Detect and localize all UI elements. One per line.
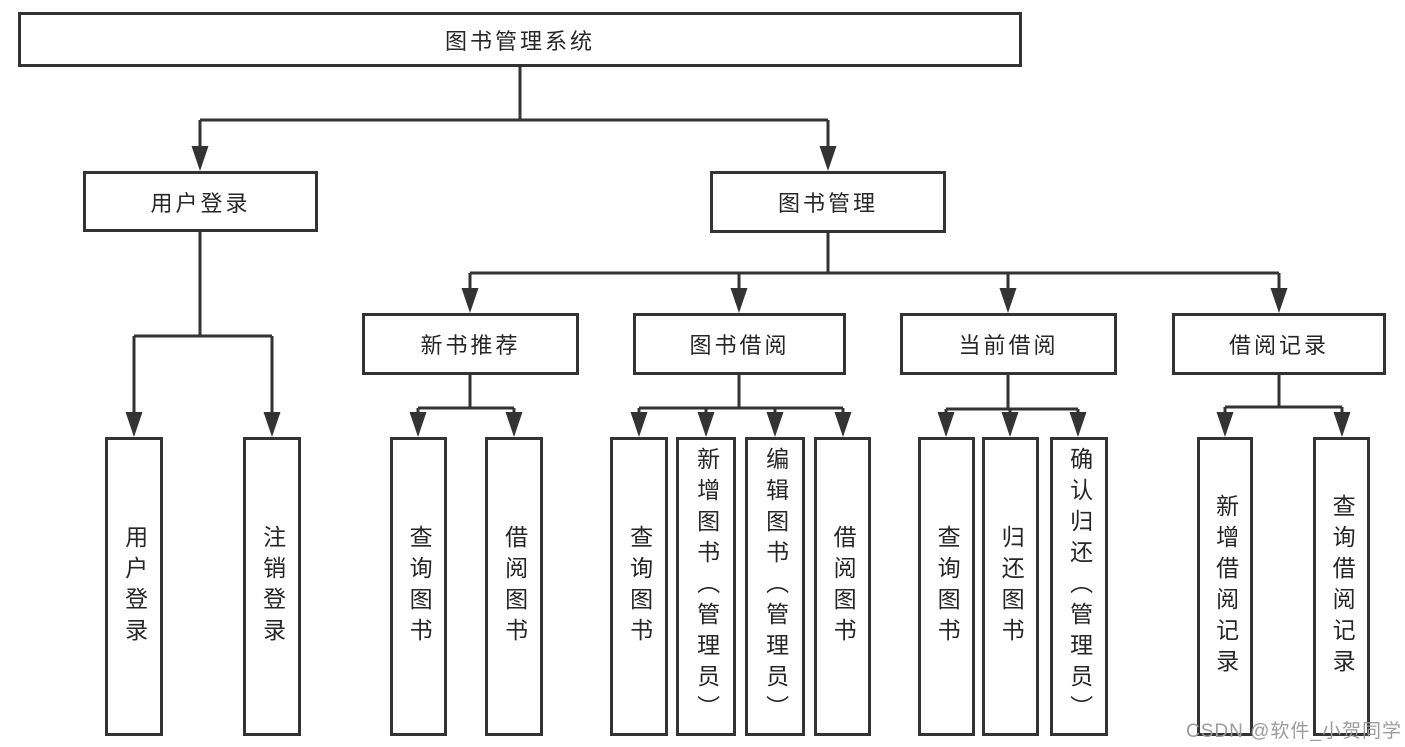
arrowhead-icon [730,288,748,313]
node-label: 图书管理 [777,191,878,216]
arrowhead-icon [505,412,523,437]
node-label: 归还图书 [998,524,1025,649]
arrowhead-icon [630,412,648,437]
leaf-query-borrow-record: 查询借阅记录 [1313,437,1370,736]
arrowhead-icon [697,412,715,437]
node-book-borrowing: 图书借阅 [633,313,846,375]
node-label: 查询借阅记录 [1329,493,1356,680]
arrowhead-icon [461,288,479,313]
arrowhead-icon [1333,412,1351,437]
leaf-add-borrow-record: 新增借阅记录 [1197,437,1253,736]
arrowhead-icon [937,412,955,437]
node-borrowing-records: 借阅记录 [1172,313,1386,375]
node-label: 确认归还（管理员） [1066,447,1093,726]
node-current-borrowing: 当前借阅 [900,313,1117,375]
node-label: 编辑图书（管理员） [762,447,789,726]
leaf-user-login: 用户登录 [105,437,163,736]
arrowhead-icon [819,146,837,171]
node-label: 当前借阅 [958,333,1059,358]
arrowhead-icon [999,288,1017,313]
leaf-query-books-recommend: 查询图书 [390,437,447,736]
node-label: 图书管理系统 [444,28,595,54]
leaf-return-book: 归还图书 [982,437,1039,736]
node-label: 新增图书（管理员） [693,447,720,726]
arrowhead-icon [263,412,281,437]
node-label: 借阅记录 [1228,333,1329,358]
node-label: 借阅图书 [501,524,528,649]
node-label: 查询图书 [406,524,433,649]
csdn-watermark: CSDN @软件_小贺同学 [1186,721,1402,742]
node-label: 查询图书 [626,524,653,649]
leaf-edit-book-admin: 编辑图书（管理员） [745,437,805,736]
arrowhead-icon [1069,412,1087,437]
node-label: 图书借阅 [689,333,790,358]
node-user-login: 用户登录 [83,171,318,232]
leaf-add-book-admin: 新增图书（管理员） [676,437,736,736]
leaf-logout: 注销登录 [243,437,301,736]
arrowhead-icon [1270,288,1288,313]
node-label: 新书推荐 [420,333,521,358]
node-library-management-system: 图书管理系统 [18,12,1022,67]
leaf-borrow-books: 借阅图书 [814,437,871,736]
leaf-confirm-return-admin: 确认归还（管理员） [1050,437,1108,736]
arrowhead-icon [191,146,209,171]
leaf-query-books-current: 查询图书 [918,437,975,736]
arrowhead-icon [766,412,784,437]
arrowhead-icon [1001,412,1019,437]
node-book-management: 图书管理 [710,171,946,233]
node-label: 查询图书 [934,524,961,649]
arrowhead-icon [125,412,143,437]
node-label: 注销登录 [259,524,286,649]
leaf-query-books-borrow: 查询图书 [610,437,668,736]
node-new-book-recommendation: 新书推荐 [362,313,579,375]
arrowhead-icon [834,412,852,437]
arrowhead-icon [1216,412,1234,437]
node-label: 借阅图书 [830,524,857,649]
node-label: 用户登录 [150,190,251,216]
node-label: 新增借阅记录 [1212,493,1239,680]
arrowhead-icon [409,412,427,437]
leaf-borrow-books-recommend: 借阅图书 [485,437,543,736]
node-label: 用户登录 [121,524,148,649]
